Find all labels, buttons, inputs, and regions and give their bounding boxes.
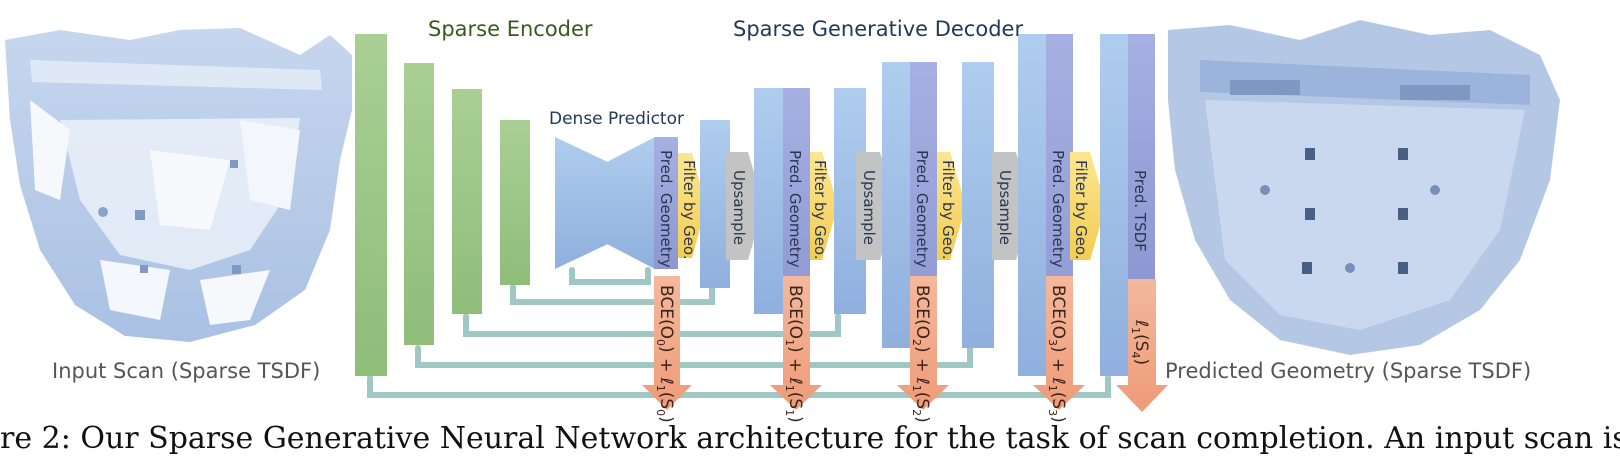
encoder-layer-1 <box>355 34 387 376</box>
dense-predictor-hourglass <box>555 137 610 269</box>
pred-geometry-label-0: Pred. Geometry <box>657 150 675 268</box>
skip-connection-dense <box>569 267 651 285</box>
input-scan-label: Input Scan (Sparse TSDF) <box>52 359 320 383</box>
encoder-layer-4 <box>500 120 530 285</box>
pred-geometry-label-2: Pred. Geometry <box>913 150 931 268</box>
pred-tsdf-label: Pred. TSDF <box>1131 170 1149 252</box>
skip-connection-4 <box>510 284 715 305</box>
decoder-blocks <box>678 34 1155 376</box>
loss-label-3: BCE(O3) + ℓ1(S3) <box>1046 285 1068 423</box>
loss-arrow-2 <box>897 276 949 410</box>
vertical-labels: Pred. Geometry Filter by Geo. Upsample P… <box>657 150 1149 268</box>
input-scan-render <box>5 28 352 342</box>
dense-predictor <box>555 137 678 269</box>
figure-caption: re 2: Our Sparse Generative Neural Netwo… <box>0 421 1620 456</box>
pred-geometry-block-0 <box>654 137 678 269</box>
loss-arrows <box>642 276 1168 412</box>
decoder-feature-2b <box>962 62 994 348</box>
encoder-layer-2 <box>404 63 434 345</box>
filter-label-2: Filter by Geo. <box>939 160 957 260</box>
loss-arrow-3 <box>1033 276 1085 410</box>
sparse-generative-decoder-title: Sparse Generative Decoder <box>733 17 1023 41</box>
skip-connection-1 <box>367 375 1111 398</box>
pred-geometry-label-3: Pred. Geometry <box>1049 150 1067 268</box>
pred-geometry-label-1: Pred. Geometry <box>786 150 804 268</box>
filter-arrow-1 <box>810 152 838 260</box>
loss-labels: BCE(O0) + ℓ1(S0) BCE(O1) + ℓ1(S1) BCE(O2… <box>654 285 1151 423</box>
predicted-geometry-label: Predicted Geometry (Sparse TSDF) <box>1165 359 1531 383</box>
upsample-label-3: Upsample <box>996 170 1014 245</box>
filter-label-0: Filter by Geo. <box>680 160 698 260</box>
skip-connections <box>367 267 1111 398</box>
filter-arrow-2 <box>937 152 966 260</box>
skip-connection-2 <box>415 345 973 368</box>
loss-label-4: ℓ1(S4) <box>1129 319 1151 365</box>
loss-arrow-1 <box>770 276 822 410</box>
loss-arrow-0 <box>642 276 692 410</box>
architecture-diagram: Pred. Geometry Filter by Geo. Upsample P… <box>5 17 1560 423</box>
skip-connection-3 <box>463 313 841 337</box>
decoder-feature-0 <box>700 120 730 288</box>
filter-arrow-3 <box>1070 152 1106 260</box>
filter-label-1: Filter by Geo. <box>811 160 829 260</box>
sparse-encoder <box>355 34 530 376</box>
loss-label-2: BCE(O2) + ℓ1(S2) <box>910 285 932 423</box>
pred-tsdf-block <box>1128 34 1155 279</box>
filter-arrow-0 <box>678 153 706 258</box>
sparse-encoder-title: Sparse Encoder <box>428 17 593 41</box>
loss-label-0: BCE(O0) + ℓ1(S0) <box>654 285 676 423</box>
filter-label-3: Filter by Geo. <box>1072 160 1090 260</box>
upsample-label-1: Upsample <box>730 170 748 245</box>
loss-arrow-4 <box>1116 279 1168 412</box>
predicted-geometry-render <box>1168 20 1560 355</box>
upsample-label-2: Upsample <box>860 170 878 245</box>
loss-label-1: BCE(O1) + ℓ1(S1) <box>783 285 805 423</box>
encoder-layer-3 <box>452 89 482 314</box>
dense-predictor-title: Dense Predictor <box>549 109 684 129</box>
